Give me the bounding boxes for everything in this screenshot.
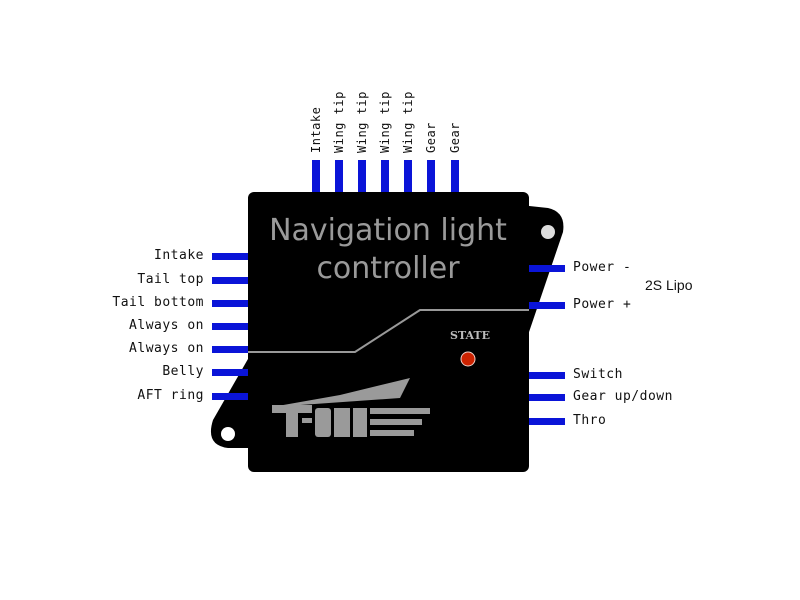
right-pin-label: Thro	[573, 413, 607, 428]
left-pin-label: Intake	[154, 248, 204, 263]
left-pin-label: Tail bottom	[112, 295, 204, 310]
top-pin	[312, 160, 320, 192]
right-pin	[529, 418, 565, 425]
top-pin	[358, 160, 366, 192]
left-pin	[212, 393, 248, 400]
right-pin	[529, 265, 565, 272]
left-pin	[212, 300, 248, 307]
right-pin	[529, 394, 565, 401]
right-pin-label: Switch	[573, 367, 623, 382]
left-pin-label: Belly	[162, 364, 204, 379]
left-pin	[212, 323, 248, 330]
left-pin	[212, 277, 248, 284]
left-pin	[212, 369, 248, 376]
state-led	[460, 351, 476, 367]
right-pin-label: Gear up/down	[573, 389, 673, 404]
top-pin-label: Wing tip	[401, 91, 415, 153]
mount-hole-bottom-left	[221, 427, 235, 441]
title-line-1: Navigation light	[269, 213, 507, 248]
top-pin-label: Wing tip	[355, 91, 369, 153]
right-pin	[529, 302, 565, 309]
divider-line	[248, 309, 529, 353]
controller-title: Navigation light controller	[248, 212, 528, 288]
top-pin-label: Gear	[448, 122, 462, 153]
top-pin-label: Wing tip	[378, 91, 392, 153]
top-pin-label: Wing tip	[332, 91, 346, 153]
mount-hole-top-right	[541, 225, 555, 239]
top-pin	[427, 160, 435, 192]
left-pin-label: Always on	[129, 341, 204, 356]
power-group-label: 2S Lipo	[645, 277, 693, 293]
left-pin-label: Always on	[129, 318, 204, 333]
top-pin	[404, 160, 412, 192]
state-label: STATE	[450, 329, 491, 342]
t-one-logo	[272, 378, 430, 437]
right-pin-label: Power +	[573, 297, 632, 312]
left-pin-label: AFT ring	[137, 388, 204, 403]
left-pin	[212, 253, 248, 260]
top-pin	[335, 160, 343, 192]
top-pin-label: Gear	[424, 122, 438, 153]
top-pin	[381, 160, 389, 192]
top-pin-label: Intake	[309, 106, 323, 153]
right-pin-label: Power -	[573, 260, 632, 275]
title-line-2: controller	[316, 251, 460, 286]
right-pin	[529, 372, 565, 379]
left-pin	[212, 346, 248, 353]
top-pin	[451, 160, 459, 192]
left-pin-label: Tail top	[137, 272, 204, 287]
